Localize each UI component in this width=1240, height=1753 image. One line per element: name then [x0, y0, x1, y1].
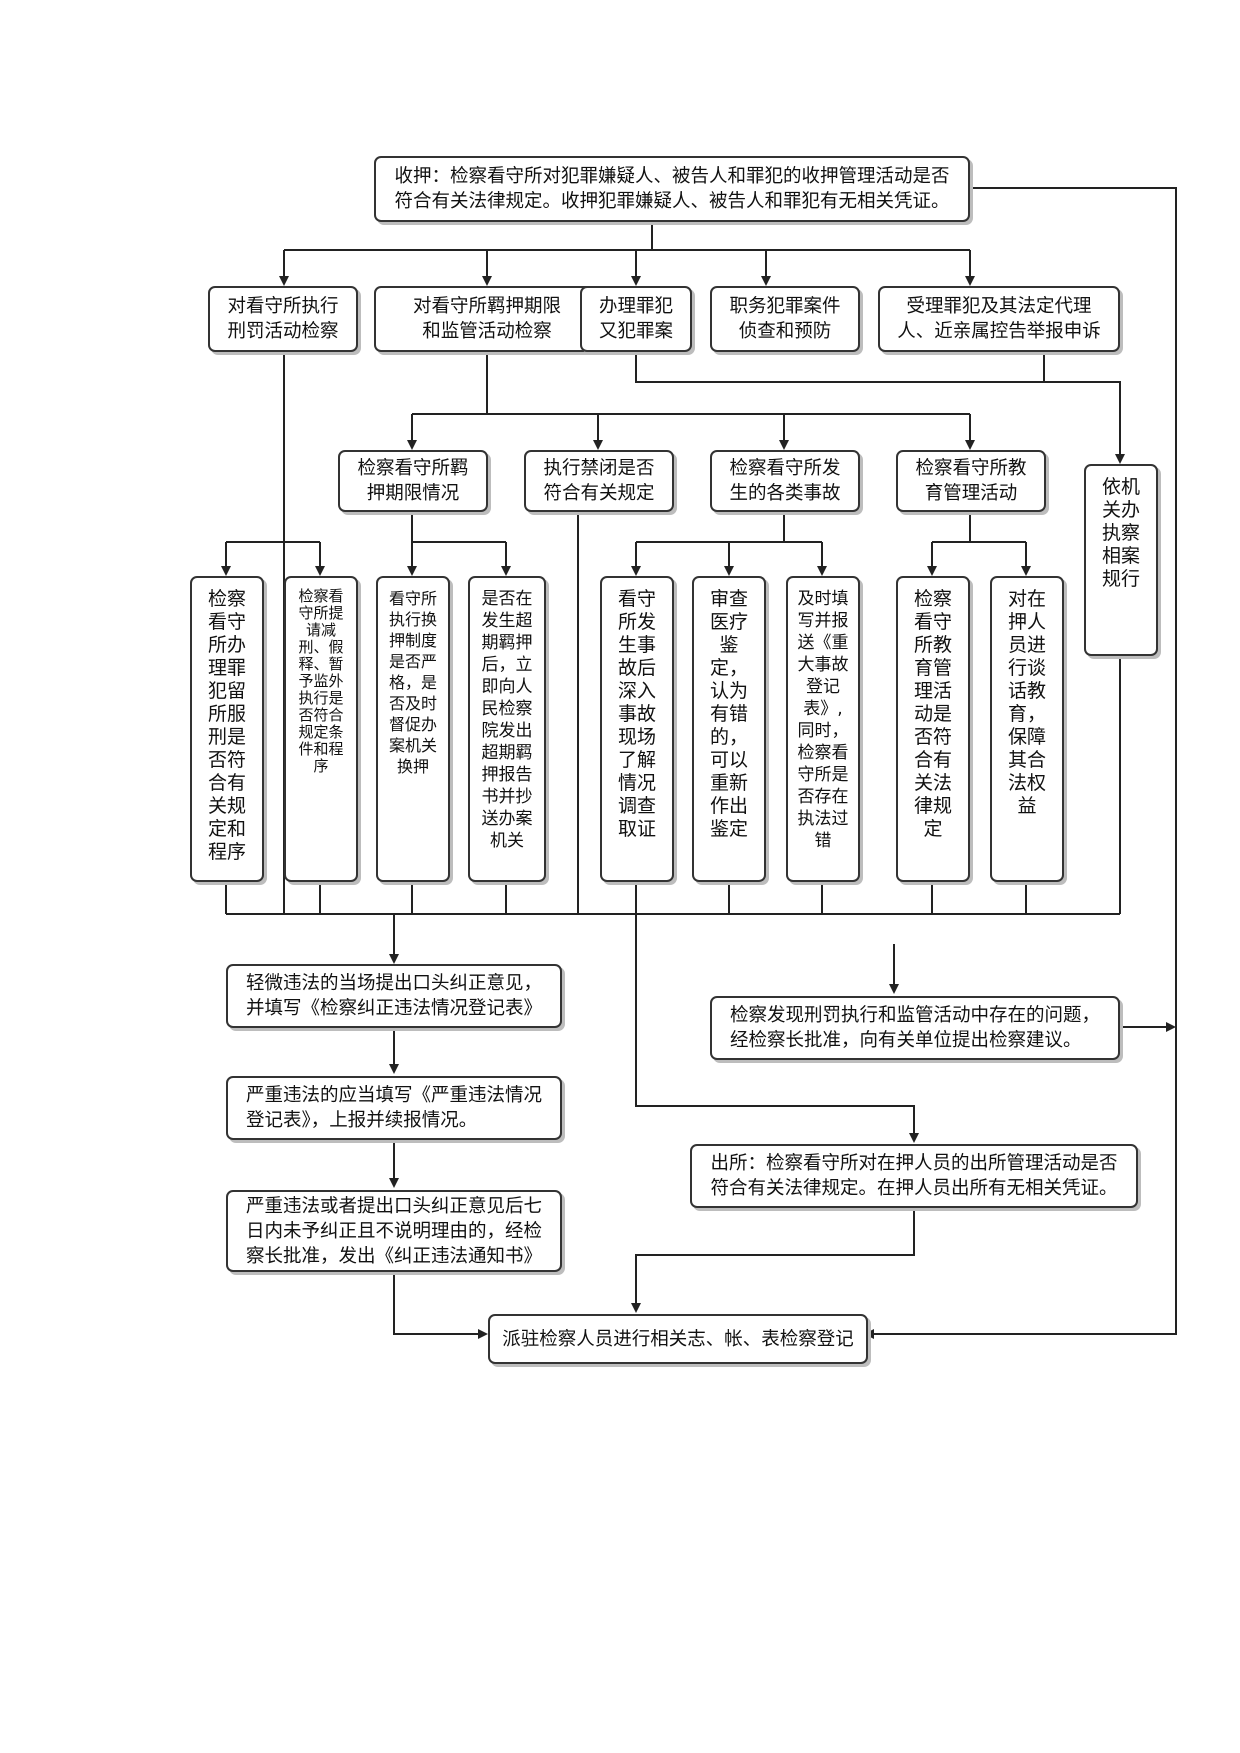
- serious-violation-box: 严重违法的应当填写《严重违法情况 登记表》，上报并续报情况。: [226, 1076, 562, 1140]
- accident-check-box: 检察看守所发 生的各类事故: [710, 450, 860, 512]
- detention-period-box: 对看守所羁押期限 和监管活动检察: [374, 286, 600, 352]
- release-box: 出所：检察看守所对在押人员的出所管理活动是否 符合有关法律规定。在押人员出所有无…: [690, 1144, 1138, 1208]
- commutation-parole-box: 检察看守所提请减刑、假释、暂予监外执行是否符合规定条件和程序: [284, 576, 358, 882]
- accident-scene-box: 看守所发生事故后深入事故现场了解情况调查取证: [600, 576, 674, 882]
- education-check-box: 检察看守所教 育管理活动: [896, 450, 1046, 512]
- confinement-check-box: 执行禁闭是否 符合有关规定: [524, 450, 674, 512]
- custody-transfer-box: 看守所执行换押制度是否严格，是否及时督促办案机关换押: [376, 576, 450, 882]
- minor-violation-box: 轻微违法的当场提出口头纠正意见， 并填写《检察纠正违法情况登记表》: [226, 964, 562, 1028]
- intake-box: 收押：检察看守所对犯罪嫌疑人、被告人和罪犯的收押管理活动是否 符合有关法律规定。…: [374, 156, 970, 222]
- reoffense-case-box: 办理罪犯 又犯罪案: [580, 286, 692, 352]
- execution-of-punishment-box: 对看守所执行 刑罚活动检察: [208, 286, 358, 352]
- accident-report-box: 及时填写并报送《重大事故登记表》,同时，检察看守所是否存在执法过错: [786, 576, 860, 882]
- correction-notice-box: 严重违法或者提出口头纠正意见后七 日内未予纠正且不说明理由的，经检 察长批准，发…: [226, 1190, 562, 1272]
- complaint-box: 受理罪犯及其法定代理 人、近亲属控告举报申诉: [878, 286, 1120, 352]
- retained-prisoner-box: 检察看守所办理罪犯留所服刑是否符合有关规定和程序: [190, 576, 264, 882]
- education-legality-box: 检察看守所教育管理活动是否符合有关法律规定: [896, 576, 970, 882]
- related-cases-box: 依机关办执察相案规行: [1084, 464, 1158, 656]
- overdue-detention-box: 是否在发生超期羁押后，立即向人民检察院发出超期羁押报告书并抄送办案机关: [468, 576, 546, 882]
- inmate-talk-box: 对在押人员进行谈话教育，保障其合法权益: [990, 576, 1064, 882]
- medical-review-box: 审查医疗鉴定，认为有错的，可以重新作出鉴定: [692, 576, 766, 882]
- duty-crime-box: 职务犯罪案件 侦查和预防: [710, 286, 860, 352]
- final-registration-box: 派驻检察人员进行相关志、帐、表检察登记: [488, 1314, 868, 1364]
- detention-period-check-box: 检察看守所羁 押期限情况: [338, 450, 488, 512]
- prosecution-suggestion-box: 检察发现刑罚执行和监管活动中存在的问题， 经检察长批准，向有关单位提出检察建议。: [710, 996, 1120, 1060]
